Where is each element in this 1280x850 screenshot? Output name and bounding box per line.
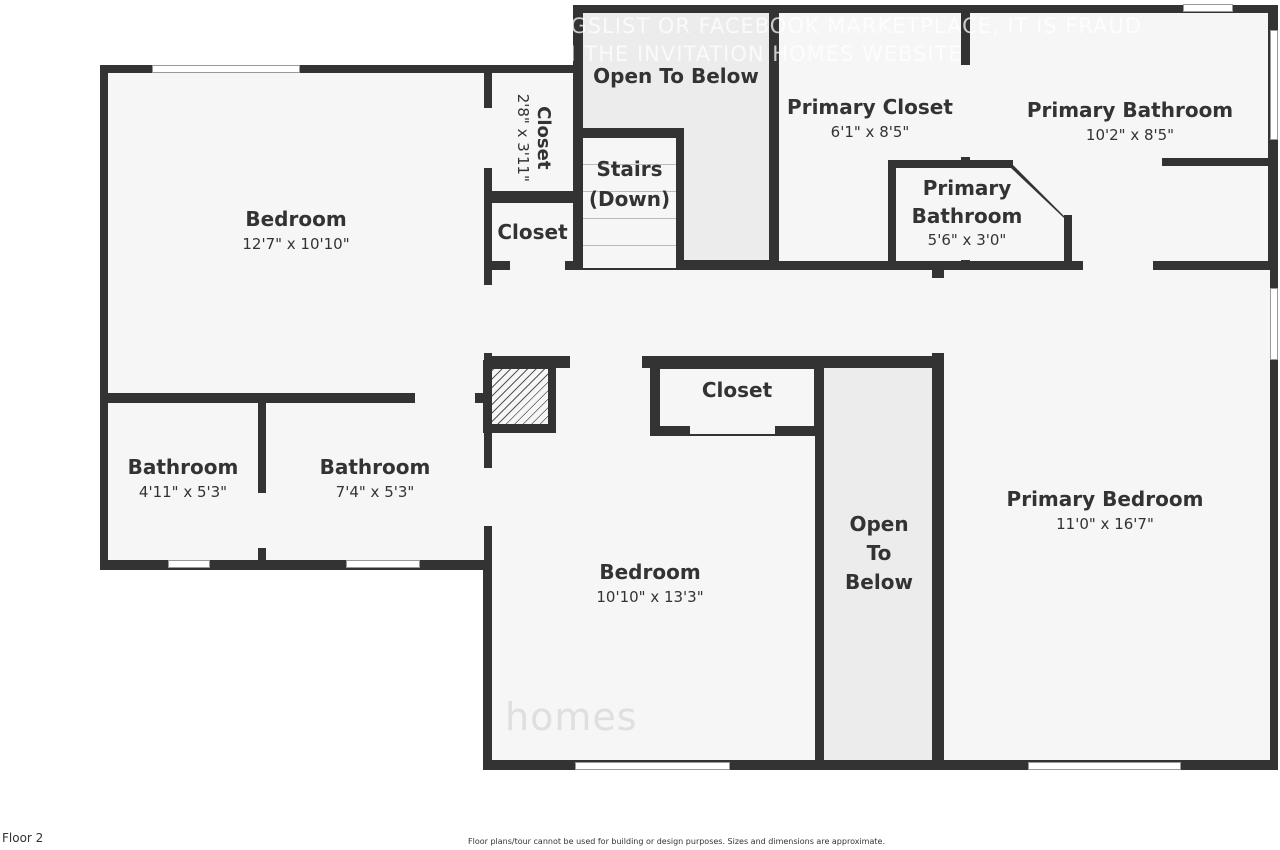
door <box>484 108 492 168</box>
label-open-to-below-top: Open To Below <box>593 64 759 88</box>
door <box>932 278 944 353</box>
watermark-line2: N THE INVITATION HOMES WEBSITE <box>560 42 963 66</box>
disclaimer: Floor plans/tour cannot be used for buil… <box>468 837 885 846</box>
watermark-line1: AIGSLIST OR FACEBOOK MARKETPLACE, IT IS … <box>548 14 1142 38</box>
window <box>1270 30 1278 140</box>
room-bathroom1 <box>108 403 258 560</box>
window <box>168 560 210 568</box>
wall-primary-bath-partition-v <box>888 160 896 265</box>
wall-primary-bath-right-stub <box>1162 158 1272 166</box>
door <box>690 426 775 434</box>
label-stairs: Stairs (Down) <box>588 157 671 211</box>
room-stairs <box>583 138 676 268</box>
room-bathroom2 <box>266 403 484 560</box>
room-primary-bedroom <box>944 270 1270 760</box>
window <box>346 560 420 568</box>
room-hallway <box>492 270 932 356</box>
wall-primary-bath-partition-v2 <box>1064 215 1072 265</box>
room-closet-hall <box>492 203 573 261</box>
door <box>484 468 492 526</box>
door <box>415 393 475 403</box>
window <box>1028 762 1181 770</box>
room-open-to-below-mid <box>824 368 932 760</box>
label-closet-hall: Closet <box>497 220 568 244</box>
door <box>961 65 970 157</box>
room-bedroom1 <box>108 73 484 393</box>
chimney-hatch <box>492 369 548 424</box>
door <box>1083 261 1153 270</box>
door <box>510 261 565 270</box>
room-open-to-below-top <box>583 13 769 128</box>
window <box>1183 4 1233 12</box>
label-open-to-below-mid: Open To Below <box>845 512 913 594</box>
window <box>575 762 730 770</box>
door <box>258 493 266 548</box>
room-closet-bedroom2 <box>660 369 814 426</box>
window <box>1270 288 1278 360</box>
door <box>484 285 492 353</box>
label-closet-bedroom2: Closet <box>701 378 773 402</box>
door <box>570 356 642 368</box>
window <box>152 65 300 73</box>
wall-primary-bath-partition <box>888 160 1013 168</box>
room-closet-small <box>492 73 573 191</box>
floor-label: Floor 2 <box>2 831 44 845</box>
watermark-logo: homes <box>505 695 638 739</box>
room-open-to-below-top-lower <box>684 128 769 260</box>
